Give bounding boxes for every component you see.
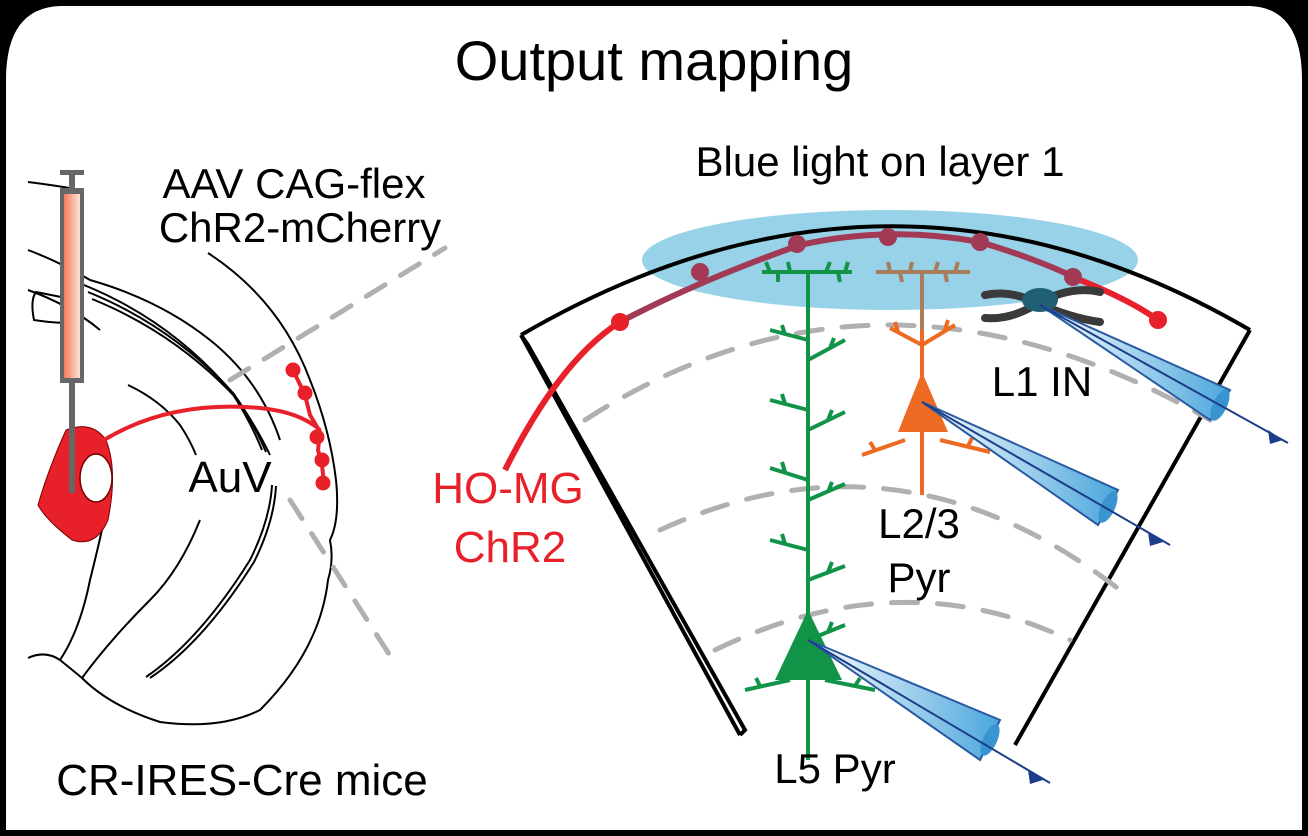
input-label-line1: HO-MG <box>432 464 584 513</box>
cell-label-l23-line1: L2/3 <box>878 500 960 547</box>
projection-axon <box>102 362 331 491</box>
cell-label-l5-pyr: L5 Pyr <box>774 745 895 792</box>
l1-interneuron <box>981 286 1104 326</box>
input-label-line2: ChR2 <box>454 523 567 572</box>
pipette-l1-in <box>1039 304 1289 444</box>
mouse-line-label: CR-IRES-Cre mice <box>56 756 428 805</box>
figure-title: Output mapping <box>455 29 853 92</box>
cell-label-l23-line2: Pyr <box>888 554 951 601</box>
blue-light-spot <box>642 210 1138 310</box>
virus-label-line2: ChR2-mCherry <box>159 204 441 251</box>
zoom-guide-lines <box>227 245 448 671</box>
l5-pyramidal-neuron <box>744 261 876 760</box>
chr2-axon-layer1 <box>502 228 1167 472</box>
recording-pipettes <box>807 304 1289 784</box>
pipette-l5-pyr <box>807 639 1051 784</box>
pipette-l23-pyr <box>921 401 1171 546</box>
layer-boundaries <box>582 322 1213 653</box>
region-label-auv: AuV <box>188 453 272 502</box>
cell-label-l1-in: L1 IN <box>992 358 1092 405</box>
syringe-icon <box>60 170 84 493</box>
virus-label-line1: AAV CAG-flex <box>163 160 426 207</box>
light-label: Blue light on layer 1 <box>696 138 1065 185</box>
